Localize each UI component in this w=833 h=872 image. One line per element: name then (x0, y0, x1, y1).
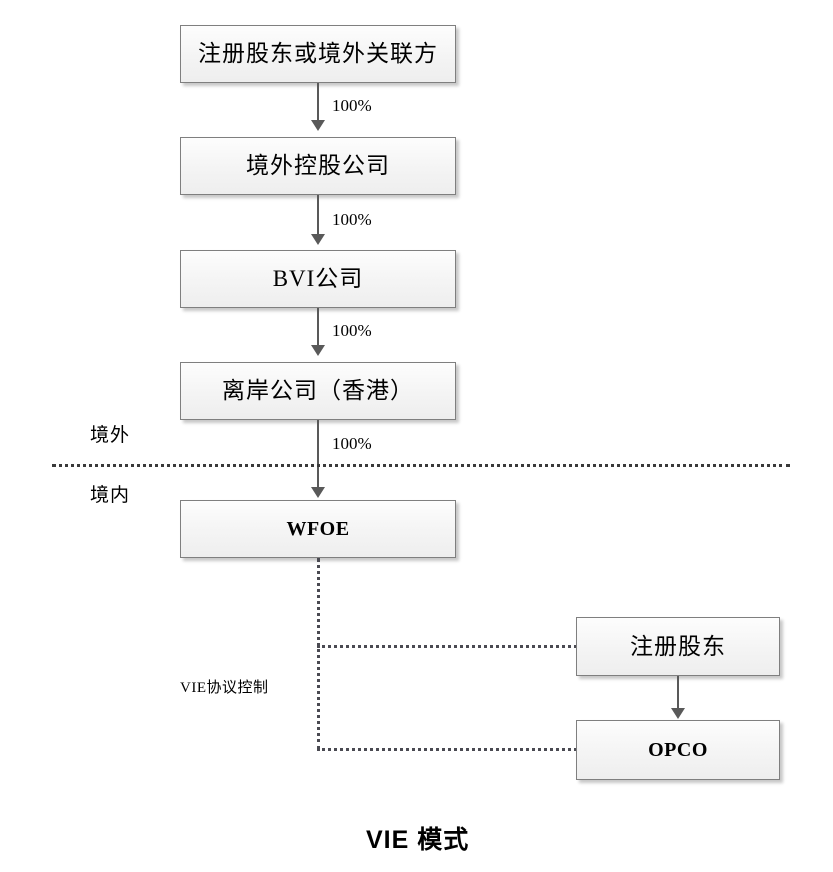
node-label: 境外控股公司 (246, 153, 390, 179)
connector-line-5 (677, 676, 679, 710)
vie-connector-to-registered-shareholders (317, 645, 577, 648)
connector-arrowhead-1 (311, 120, 325, 131)
node-opco[interactable]: OPCO (576, 720, 780, 780)
node-registered-shareholders-offshore[interactable]: 注册股东或境外关联方 (180, 25, 456, 83)
vie-agreement-control-label: VIE协议控制 (180, 680, 269, 696)
node-label: BVI公司 (272, 266, 364, 292)
connector-arrowhead-3 (311, 345, 325, 356)
diagram-caption: VIE 模式 (366, 826, 470, 854)
boundary-label-offshore: 境外 (90, 425, 131, 446)
ownership-label-1: 100% (332, 96, 372, 115)
vie-connector-to-opco (317, 748, 577, 751)
node-label: 注册股东 (630, 633, 726, 659)
connector-line-4 (317, 420, 319, 489)
connector-line-3 (317, 308, 319, 347)
boundary-label-onshore: 境内 (90, 485, 131, 506)
node-registered-shareholders[interactable]: 注册股东 (576, 617, 780, 676)
connector-arrowhead-5 (671, 708, 685, 719)
node-label: 离岸公司（香港） (222, 378, 414, 404)
connector-arrowhead-2 (311, 234, 325, 245)
ownership-label-2: 100% (332, 210, 372, 229)
node-offshore-company-hongkong[interactable]: 离岸公司（香港） (180, 362, 456, 420)
node-wfoe[interactable]: WFOE (180, 500, 456, 558)
node-label: WFOE (286, 518, 350, 540)
node-label: 注册股东或境外关联方 (198, 41, 438, 67)
connector-line-2 (317, 195, 319, 236)
node-bvi-company[interactable]: BVI公司 (180, 250, 456, 308)
vie-connector-vertical (317, 558, 320, 750)
connector-line-1 (317, 83, 319, 122)
node-offshore-holding-company[interactable]: 境外控股公司 (180, 137, 456, 195)
ownership-label-4: 100% (332, 434, 372, 453)
onshore-offshore-divider (52, 464, 790, 467)
node-label: OPCO (648, 739, 708, 761)
connector-arrowhead-4 (311, 487, 325, 498)
ownership-label-3: 100% (332, 321, 372, 340)
